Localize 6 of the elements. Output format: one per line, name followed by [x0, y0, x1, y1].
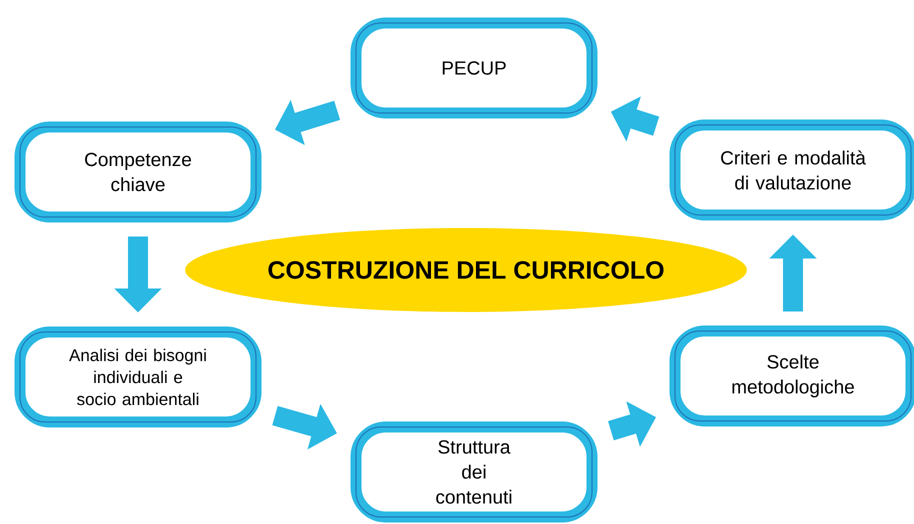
process-box: Scelte metodologiche [670, 325, 914, 426]
process-box: Analisi dei bisogni individuali e socio ambientali [14, 326, 262, 428]
process-box: Competenze chiave [14, 122, 262, 222]
process-box: PECUP [350, 18, 598, 118]
process-box: Struttura dei contenuti [350, 421, 598, 522]
process-box: Criteri e modalità di valutazione [670, 120, 914, 220]
